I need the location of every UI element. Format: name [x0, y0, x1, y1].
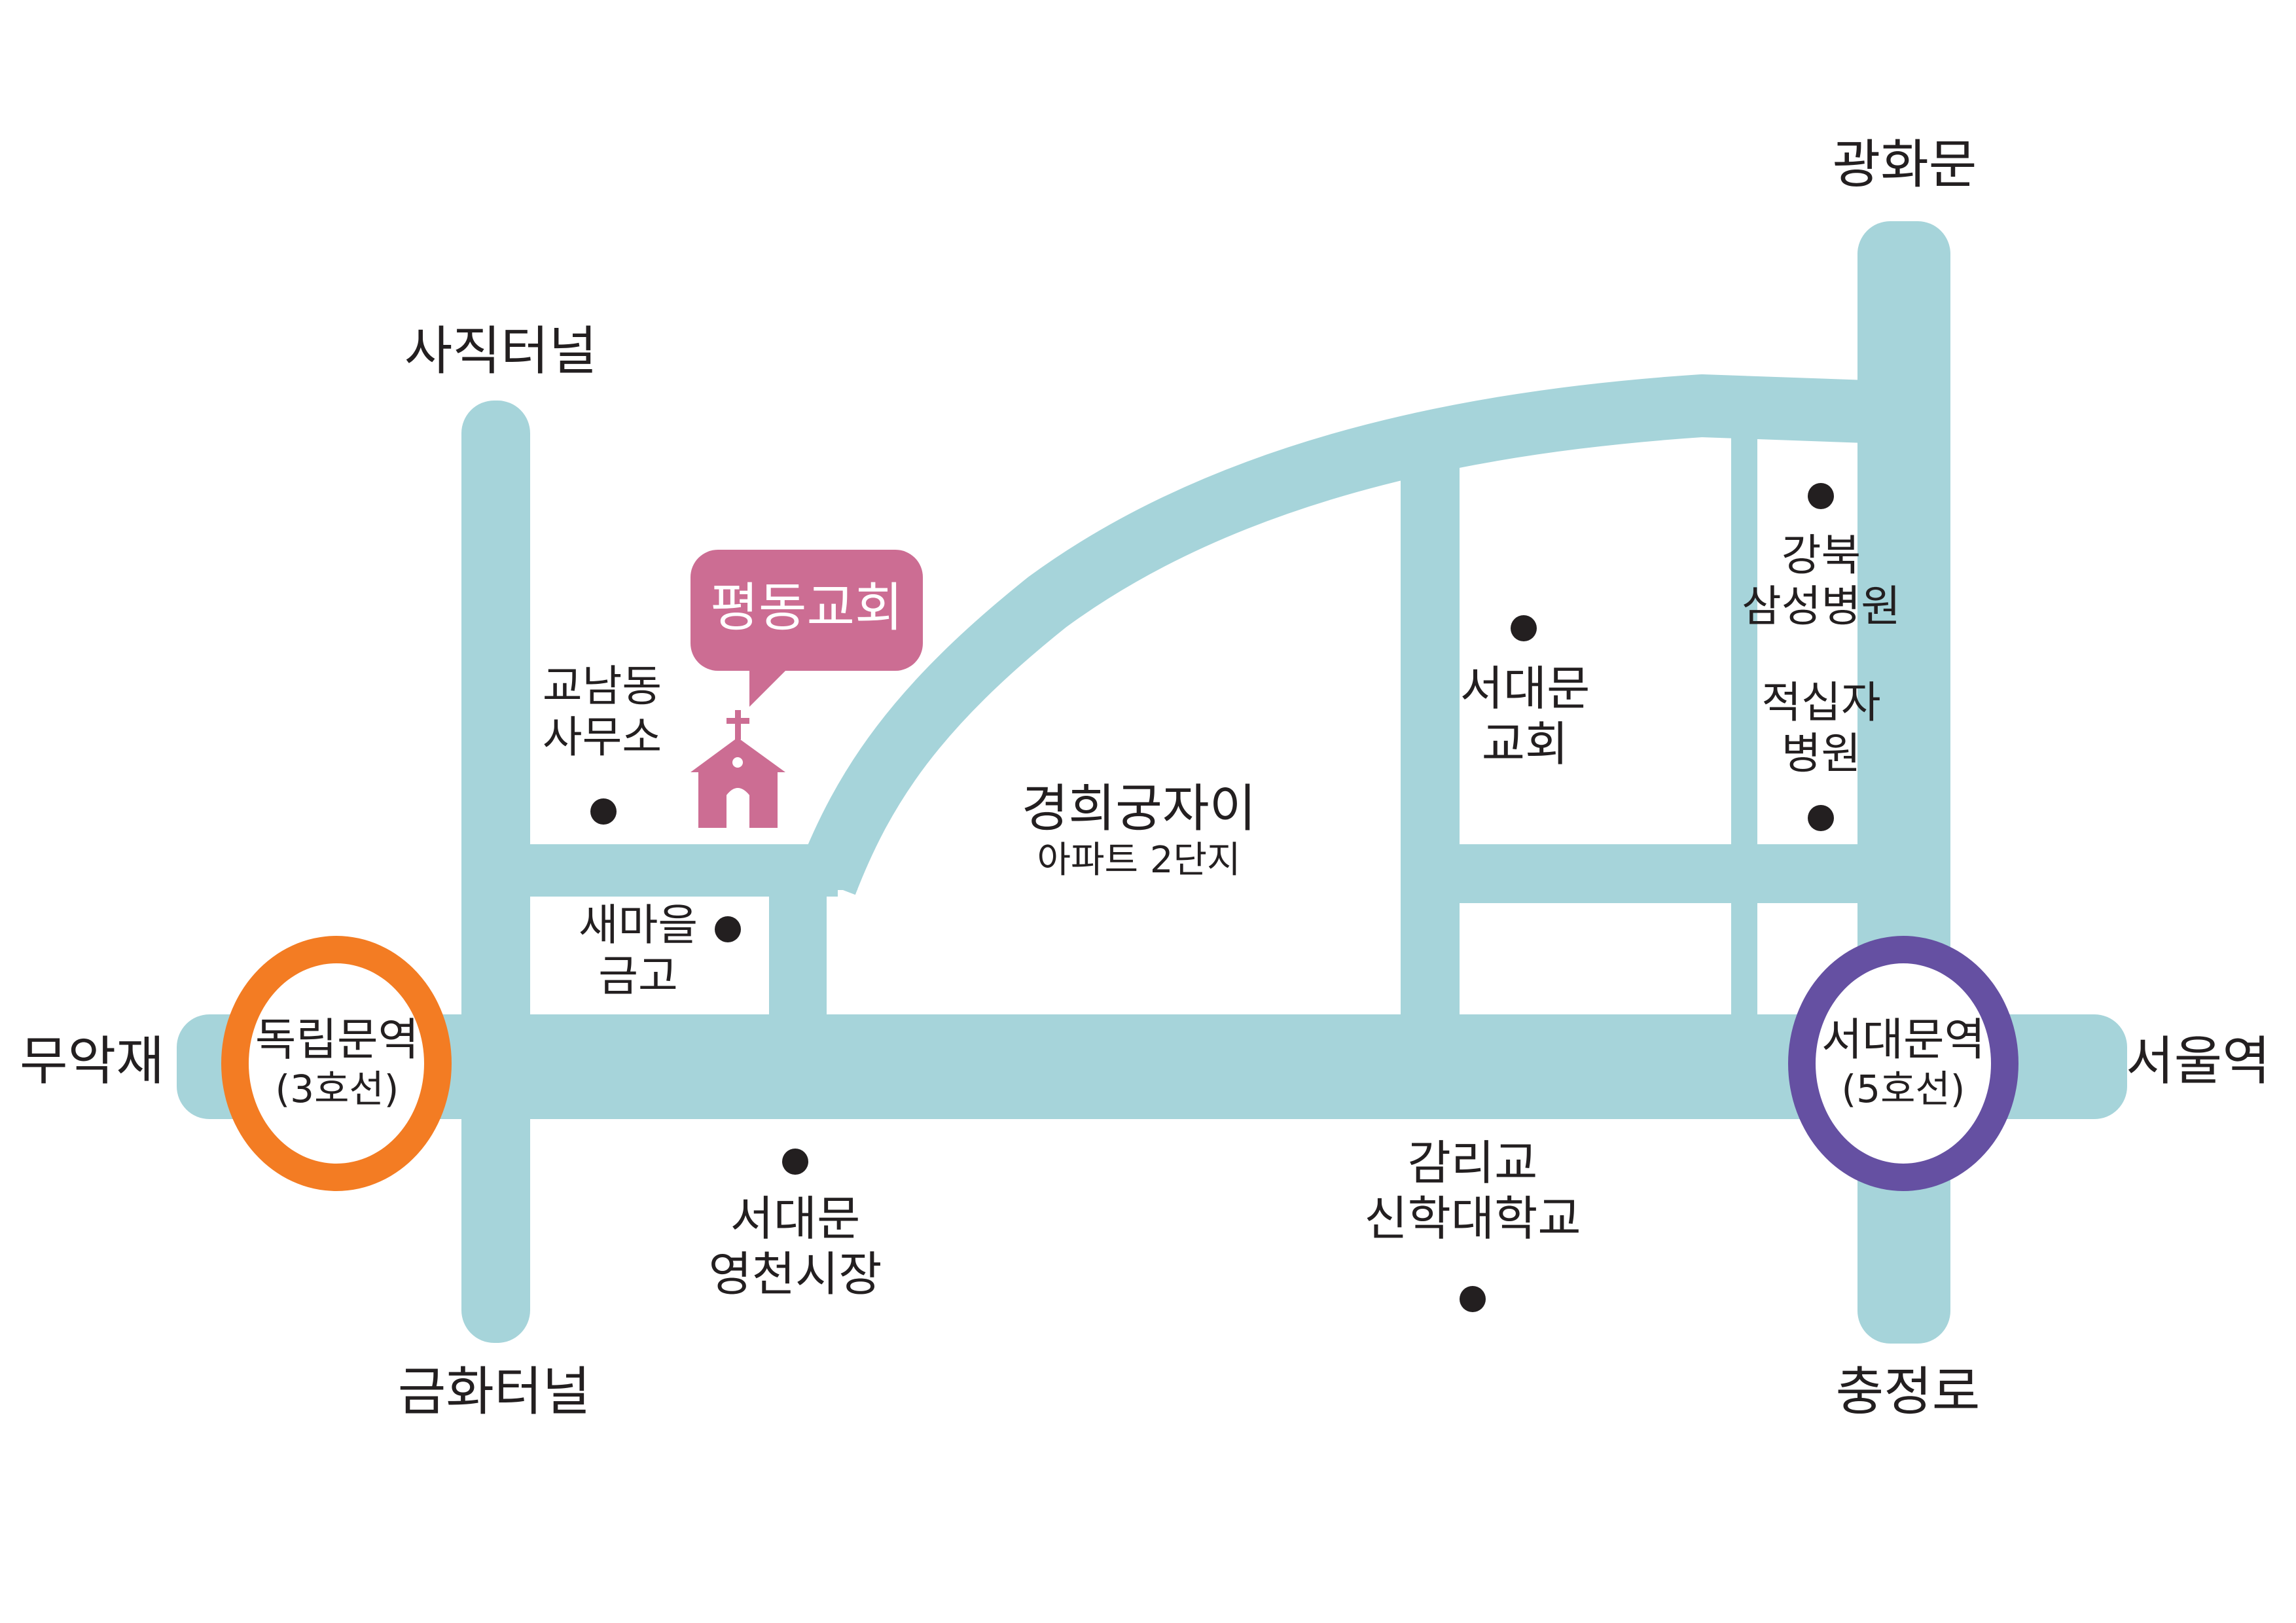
landmark-saemaeul-bank-line1: 새마을 — [578, 900, 698, 950]
landmark-methodist-univ: 감리교 신학대학교 — [1355, 1135, 1590, 1247]
landmark-seodaemun-church: 서대문 교회 — [1440, 661, 1610, 772]
landmark-samsung-hospital: 강북 삼성병원 — [1734, 530, 1908, 632]
station-seodaemun-label: 서대문역 (5호선) — [1801, 1014, 2005, 1112]
landmark-market: 서대문 영천시장 — [694, 1191, 897, 1302]
church-marker[interactable]: 평동교회 — [691, 550, 923, 707]
church-icon — [691, 710, 785, 828]
speech-bubble — [691, 550, 923, 707]
landmark-methodist-univ-line2: 신학대학교 — [1364, 1190, 1581, 1246]
landmark-apartment-name: 경희궁자이 — [1021, 779, 1257, 838]
landmark-red-cross-hospital-line2: 병원 — [1781, 728, 1861, 779]
landmark-samsung-hospital-line1: 강북 — [1781, 530, 1861, 580]
destination-seoul-station: 서울역 — [2126, 1031, 2270, 1092]
landmark-saemaeul-bank: 새마을 금고 — [563, 900, 713, 1002]
landmark-market-line2: 영천시장 — [708, 1246, 882, 1302]
landmark-gyonam-office-line1: 교남동 — [542, 661, 662, 711]
church-name: 평동교회 — [710, 577, 903, 638]
landmark-samsung-hospital-dot — [1808, 483, 1834, 509]
landmark-gyonam-office: 교남동 사무소 — [524, 661, 681, 763]
middle-horizontal-road — [1401, 844, 1898, 903]
station-dongnimmun-line: (3호선) — [275, 1067, 399, 1112]
middle-vertical-road — [1401, 458, 1460, 1034]
landmark-gyonam-office-dot — [590, 798, 617, 825]
hospital-vertical-road — [1731, 425, 1757, 1034]
station-dongnimmun-name: 독립문역 — [255, 1014, 420, 1066]
landmark-apartment-sub: 아파트 2단지 — [1037, 839, 1241, 882]
landmark-red-cross-hospital-dot — [1808, 805, 1834, 831]
landmark-samsung-hospital-line2: 삼성병원 — [1742, 580, 1901, 632]
landmark-saemaeul-bank-dot — [715, 916, 741, 942]
landmark-red-cross-hospital: 적십자 병원 — [1748, 677, 1895, 779]
landmark-market-dot — [782, 1149, 808, 1175]
destination-gwanghwamun: 광화문 — [1832, 134, 1977, 195]
station-seodaemun-line: (5호선) — [1841, 1067, 1965, 1112]
landmark-methodist-univ-dot — [1460, 1286, 1486, 1312]
landmark-red-cross-hospital-line1: 적십자 — [1761, 677, 1881, 728]
landmark-saemaeul-bank-line2: 금고 — [598, 950, 678, 1001]
landmark-seodaemun-church-dot — [1511, 615, 1537, 641]
landmark-seodaemun-church-line2: 교회 — [1481, 716, 1569, 772]
destination-chungjeongno: 충정로 — [1835, 1361, 1981, 1422]
landmark-methodist-univ-line1: 감리교 — [1407, 1135, 1538, 1190]
landmark-seodaemun-church-line1: 서대문 — [1460, 661, 1590, 716]
station-seodaemun-name: 서대문역 — [1821, 1014, 1986, 1066]
landmark-market-line1: 서대문 — [730, 1191, 861, 1246]
landmark-apartment: 경희궁자이 아파트 2단지 — [1008, 779, 1270, 882]
destination-muakjae: 무악재 — [20, 1031, 164, 1092]
station-dongnimmun-label: 독립문역 (3호선) — [236, 1014, 439, 1112]
destination-sajik-tunnel: 사직터널 — [404, 321, 598, 382]
curve-stub-road — [769, 870, 827, 1041]
landmark-gyonam-office-line2: 사무소 — [542, 711, 662, 762]
destination-geumhwa-tunnel: 금화터널 — [397, 1361, 591, 1422]
